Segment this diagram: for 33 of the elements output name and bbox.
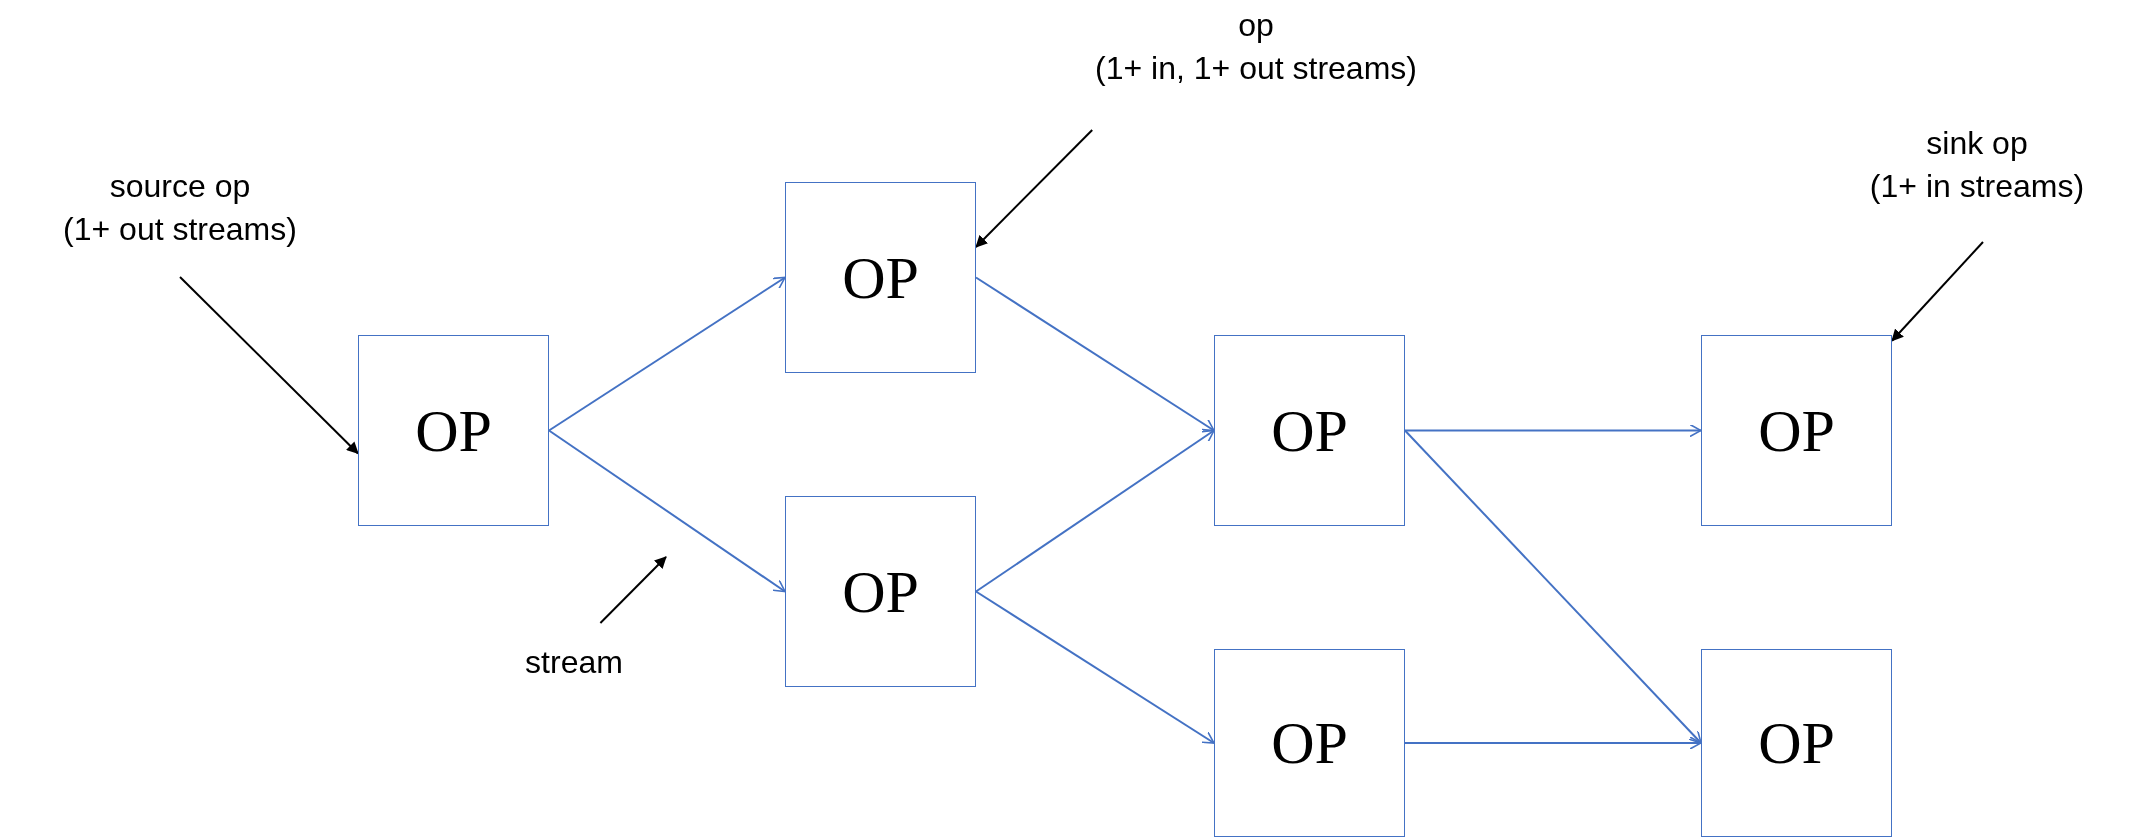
- arrow: [975, 429, 1215, 593]
- arrow: [1404, 736, 1702, 750]
- arrow: [1404, 429, 1702, 744]
- operator-box: [785, 182, 976, 373]
- operator-label: OP: [842, 561, 919, 622]
- leader-arrow: [599, 556, 667, 624]
- annotation-text: stream: [525, 643, 623, 682]
- leader-arrow: [1891, 241, 1984, 342]
- annotation-text: op: [1238, 6, 1274, 45]
- annotation-text: source op: [109, 167, 251, 206]
- annotation-text: (1+ in, 1+ out streams): [1095, 49, 1417, 88]
- operator-label: OP: [1271, 400, 1348, 461]
- operator-label: OP: [1271, 713, 1348, 773]
- arrow: [1404, 423, 1702, 438]
- operator-label: OP: [842, 247, 919, 308]
- leader-arrow: [179, 276, 359, 455]
- operator-box: [1701, 335, 1892, 526]
- operator-box: [358, 335, 549, 526]
- operator-box: [785, 496, 976, 687]
- operator-box: [1214, 335, 1405, 526]
- annotation-text: (1+ in streams): [1869, 167, 2085, 206]
- annotation-text: sink op: [1926, 124, 2028, 163]
- arrow: [548, 429, 786, 593]
- annotation-text: (1+ out streams): [63, 210, 297, 249]
- leader-arrow: [975, 129, 1094, 248]
- operator-label: OP: [1758, 400, 1835, 461]
- arrow: [975, 590, 1215, 744]
- operator-label: OP: [1758, 713, 1835, 773]
- arrow: [548, 276, 786, 432]
- operator-box: [1214, 649, 1405, 837]
- arrow: [975, 276, 1215, 432]
- operator-label: OP: [415, 400, 492, 461]
- operator-box: [1701, 649, 1892, 837]
